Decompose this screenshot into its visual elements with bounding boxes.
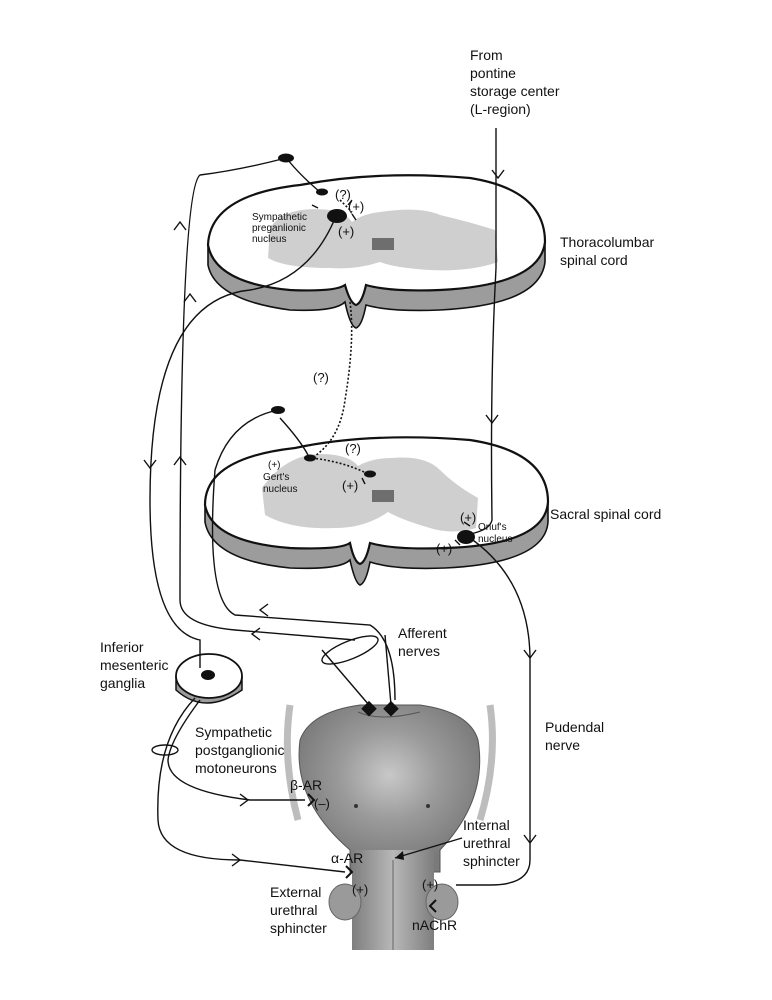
sacral-grey-matter xyxy=(262,453,478,532)
sacral-interneuron xyxy=(304,454,316,462)
sacral-label: Sacral spinal cord xyxy=(550,506,661,522)
beta-ar-label: β-AR xyxy=(290,777,322,793)
sign-plus1: (+) xyxy=(348,199,364,214)
onufs-neuron xyxy=(457,530,475,544)
neurons xyxy=(304,188,475,913)
nerve-pathways xyxy=(143,128,537,886)
thoracolumbar-cord xyxy=(206,174,547,334)
afferent-label: Afferent nerves xyxy=(398,625,451,659)
sign-annotations: (?) (+) (+) (?) (?) (+) (+) (+) (–) (+) … xyxy=(313,187,476,897)
nachr-receptor xyxy=(428,899,437,913)
sacral-relay-neuron xyxy=(364,470,376,478)
alpha-ar-receptor xyxy=(345,865,354,879)
nachr-label: nAChR xyxy=(412,917,457,933)
onufs-label: Onuf's nucleus xyxy=(478,522,512,545)
sacral-central-canal xyxy=(372,490,394,502)
sign-plus-sacral: (+) xyxy=(342,478,358,493)
sacral-cord xyxy=(203,436,550,586)
thoracic-small-neuron xyxy=(316,188,328,196)
gerts-label: (+) Gert's nucleus xyxy=(263,460,297,495)
beta-ar-receptor xyxy=(307,793,316,807)
external-sphincter-label: External urethral sphincter xyxy=(270,884,327,936)
bladder xyxy=(283,700,496,950)
sign-q-mid: (?) xyxy=(313,370,329,385)
sympathetic-preganglionic-label: Sympathetic preganlionic nucleus xyxy=(252,212,310,245)
labels: From pontine storage center (L-region) T… xyxy=(100,47,661,936)
sign-minus-beta: (–) xyxy=(314,796,330,811)
sign-plus-nachr: (+) xyxy=(422,877,438,892)
sign-plus-alpha: (+) xyxy=(352,882,368,897)
sign-q-sacral: (?) xyxy=(345,441,361,456)
sign-plus2: (+) xyxy=(338,224,354,239)
sympathetic-preganglionic-neuron xyxy=(327,209,347,223)
thoracolumbar-central-canal xyxy=(372,238,394,250)
inferior-mesenteric-label: Inferior mesenteric ganglia xyxy=(100,639,172,691)
internal-sphincter-label: Internal urethral sphincter xyxy=(463,817,520,869)
sign-plus-onuf2: (+) xyxy=(436,541,452,556)
sympathetic-postganglionic-label: Sympathetic postganglionic motoneurons xyxy=(195,724,288,776)
pudendal-label: Pudendal nerve xyxy=(545,719,608,753)
thoracolumbar-label: Thoracolumbar spinal cord xyxy=(560,234,658,268)
external-sphincter-left xyxy=(328,883,362,921)
sign-plus-onuf1: (+) xyxy=(460,510,476,525)
bladder-body xyxy=(298,704,481,873)
pontine-label: From pontine storage center (L-region) xyxy=(470,47,563,117)
alpha-ar-label: α-AR xyxy=(331,850,363,866)
inferior-mesenteric-ganglion xyxy=(175,653,243,704)
sign-q1: (?) xyxy=(335,187,351,202)
